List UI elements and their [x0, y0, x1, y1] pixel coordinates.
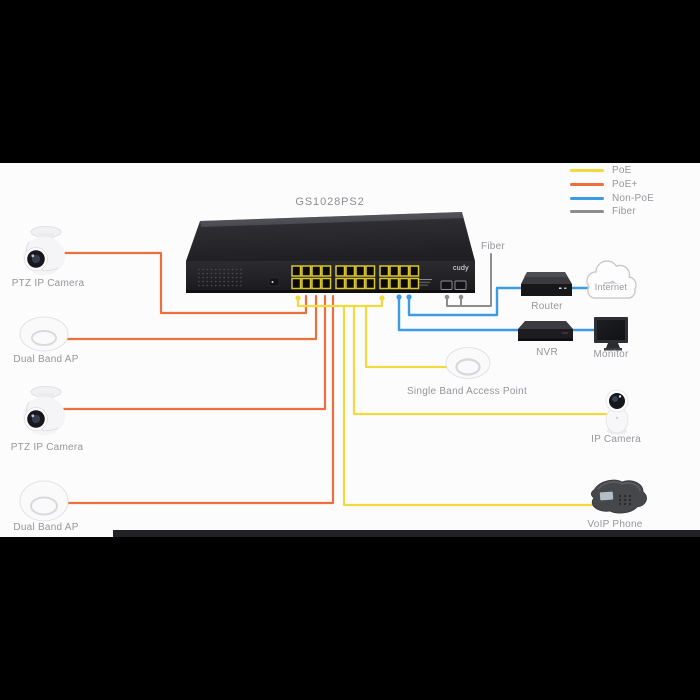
legend-swatch-non-poe: [570, 197, 604, 200]
poe-switch: cudy: [186, 212, 475, 293]
label-router: Router: [531, 301, 563, 312]
cable-poe-voip-phone: [342, 304, 598, 507]
legend-row-non-poe: Non-PoE: [570, 193, 654, 204]
cable-poe-single-band-ap: [364, 304, 454, 369]
rj45-port-block: [291, 265, 420, 290]
legend-row-poe-plus: PoE+: [570, 179, 638, 190]
cable-fiber-1: [446, 253, 492, 307]
sfp-port-2: [454, 280, 467, 290]
rj45-port: [389, 277, 400, 290]
rj45-port: [365, 277, 376, 290]
spec-text-lines: [419, 279, 432, 280]
cable-poe-bus: [296, 297, 384, 308]
rj45-port: [345, 265, 356, 277]
label-nvr: NVR: [536, 347, 558, 358]
label-single-band-ap: Single Band Access Point: [407, 386, 527, 397]
cable-nonpoe-router: [407, 286, 525, 317]
label-monitor: Monitor: [593, 349, 629, 360]
ptz-ip-camera-2: [23, 386, 65, 436]
rj45-port: [409, 277, 420, 290]
rj45-port: [321, 265, 332, 277]
rj45-port: [355, 265, 366, 277]
cable-poeplus-ptz-camera-2: [60, 294, 327, 411]
rj45-port: [365, 265, 376, 277]
cable-nonpoe-nvr: [397, 295, 522, 332]
brand-logo: cudy: [453, 265, 469, 272]
nvr: [518, 321, 573, 341]
voip-phone: [590, 479, 647, 514]
cable-poe-ip-camera: [352, 304, 608, 416]
single-band-access-point: [445, 347, 491, 379]
monitor: [594, 317, 628, 351]
cable-port-dots: [295, 294, 464, 301]
sfp-port-1: [440, 280, 453, 290]
legend-row-poe: PoE: [570, 165, 632, 176]
switch-model-title: GS1028PS2: [295, 196, 365, 208]
cable-poeplus-ptz-camera-1: [60, 251, 308, 315]
legend-label-non-poe: Non-PoE: [612, 193, 654, 204]
letterbox-bottom: [0, 537, 700, 700]
dual-band-ap-1: [19, 316, 69, 352]
dual-band-ap-2: [19, 480, 69, 522]
rj45-port: [355, 277, 366, 290]
letterbox-top: [0, 0, 700, 163]
rj45-port: [301, 277, 312, 290]
label-internet: Internet: [594, 282, 628, 292]
internet-cloud: [586, 260, 637, 299]
rj45-port: [399, 277, 410, 290]
label-ip-camera: IP Camera: [591, 434, 641, 445]
rj45-port: [399, 265, 410, 277]
label-dual-band-ap-2: Dual Band AP: [13, 522, 79, 533]
ip-camera: [605, 389, 629, 435]
cables: [60, 251, 608, 507]
rj45-port: [291, 265, 302, 277]
rj45-port: [335, 277, 346, 290]
player-bar-shadow: [113, 530, 700, 537]
rj45-port: [291, 277, 302, 290]
rj45-port: [301, 265, 312, 277]
label-ptz-ip-camera-1: PTZ IP Camera: [11, 278, 85, 289]
rj45-port: [345, 277, 356, 290]
label-fiber: Fiber: [480, 241, 506, 252]
rj45-port: [311, 265, 322, 277]
cable-poeplus-dual-band-ap-2: [61, 294, 335, 505]
legend-label-poe: PoE: [612, 165, 632, 176]
phone-screen: [599, 491, 614, 501]
rj45-port: [311, 277, 322, 290]
legend-swatch-poe-plus: [570, 183, 604, 186]
ptz-ip-camera-1: [23, 226, 65, 276]
rj45-port: [409, 265, 420, 277]
cable-poeplus-dual-band-ap-1: [62, 294, 318, 341]
label-ptz-ip-camera-2: PTZ IP Camera: [10, 442, 84, 453]
phone-keypad: [618, 494, 632, 506]
legend-label-fiber: Fiber: [612, 206, 636, 217]
rj45-port: [321, 277, 332, 290]
rj45-port: [379, 265, 390, 277]
legend-swatch-fiber: [570, 210, 604, 213]
rj45-port: [335, 265, 346, 277]
label-voip-phone: VoIP Phone: [587, 519, 643, 530]
vent-grille: [196, 266, 244, 288]
legend-swatch-poe: [570, 169, 604, 172]
rj45-port: [389, 265, 400, 277]
legend-row-fiber: Fiber: [570, 206, 636, 217]
router: [521, 272, 572, 296]
rj45-port: [379, 277, 390, 290]
legend-label-poe-plus: PoE+: [612, 179, 638, 190]
label-dual-band-ap-1: Dual Band AP: [13, 354, 79, 365]
console-port: [268, 277, 280, 287]
